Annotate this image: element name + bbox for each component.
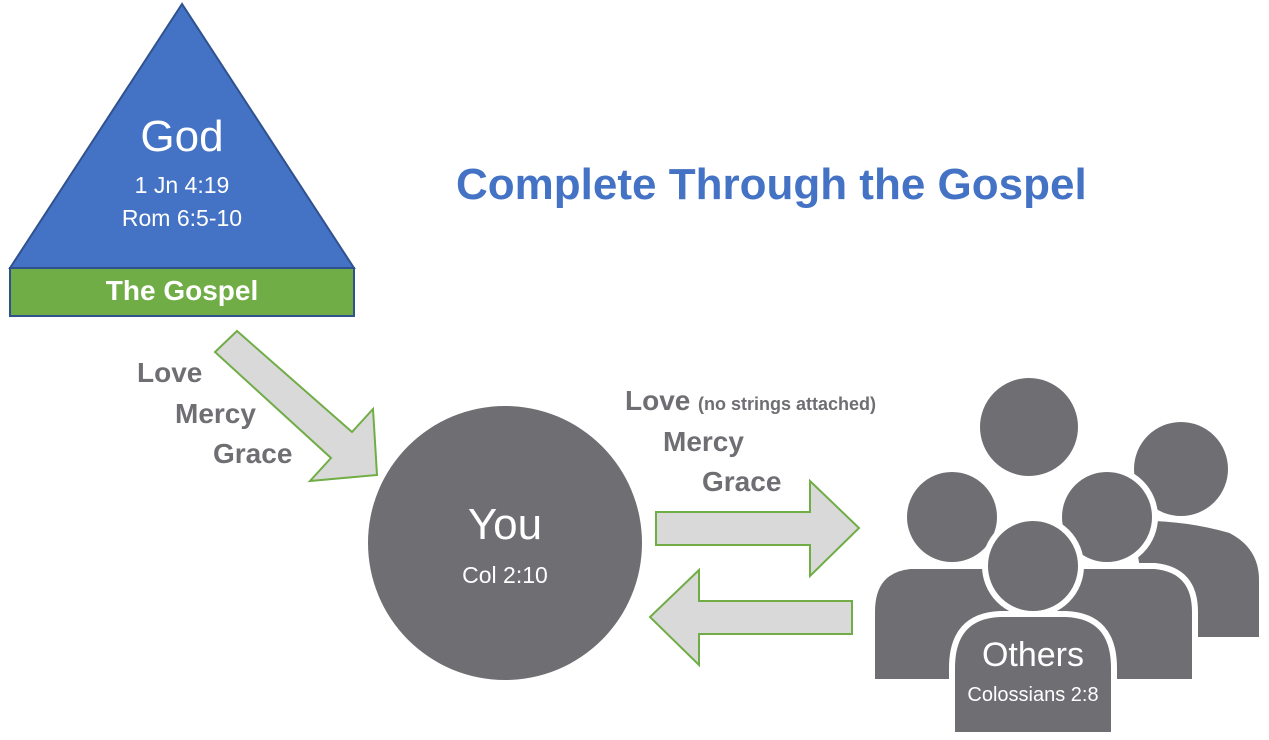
god-reference-2: Rom 6:5-10 bbox=[121, 205, 243, 231]
others-reference: Colossians 2:8 bbox=[967, 684, 1099, 706]
diagonal-arrow bbox=[213, 329, 379, 483]
incoming-mercy-label: Mercy bbox=[175, 398, 256, 429]
outgoing-mercy-label: Mercy bbox=[663, 426, 744, 457]
people-group-icon bbox=[869, 372, 1265, 738]
left-arrow bbox=[648, 567, 853, 668]
diagram-title: Complete Through the Gospel bbox=[456, 160, 1087, 209]
outgoing-love-label: Love bbox=[625, 385, 691, 416]
god-reference-1: 1 Jn 4:19 bbox=[134, 172, 230, 198]
incoming-grace-label: Grace bbox=[213, 438, 293, 469]
gospel-label: The Gospel bbox=[105, 275, 259, 306]
you-reference: Col 2:10 bbox=[462, 562, 548, 588]
you-label: You bbox=[467, 500, 543, 549]
outgoing-grace-label: Grace bbox=[702, 466, 782, 497]
right-arrow bbox=[655, 478, 861, 579]
no-strings-note: (no strings attached) bbox=[698, 394, 877, 414]
incoming-love-label: Love bbox=[137, 357, 203, 388]
others-label: Others bbox=[981, 636, 1085, 674]
gospel-bar bbox=[9, 267, 355, 317]
god-label: God bbox=[140, 112, 224, 161]
you-circle bbox=[368, 406, 642, 680]
